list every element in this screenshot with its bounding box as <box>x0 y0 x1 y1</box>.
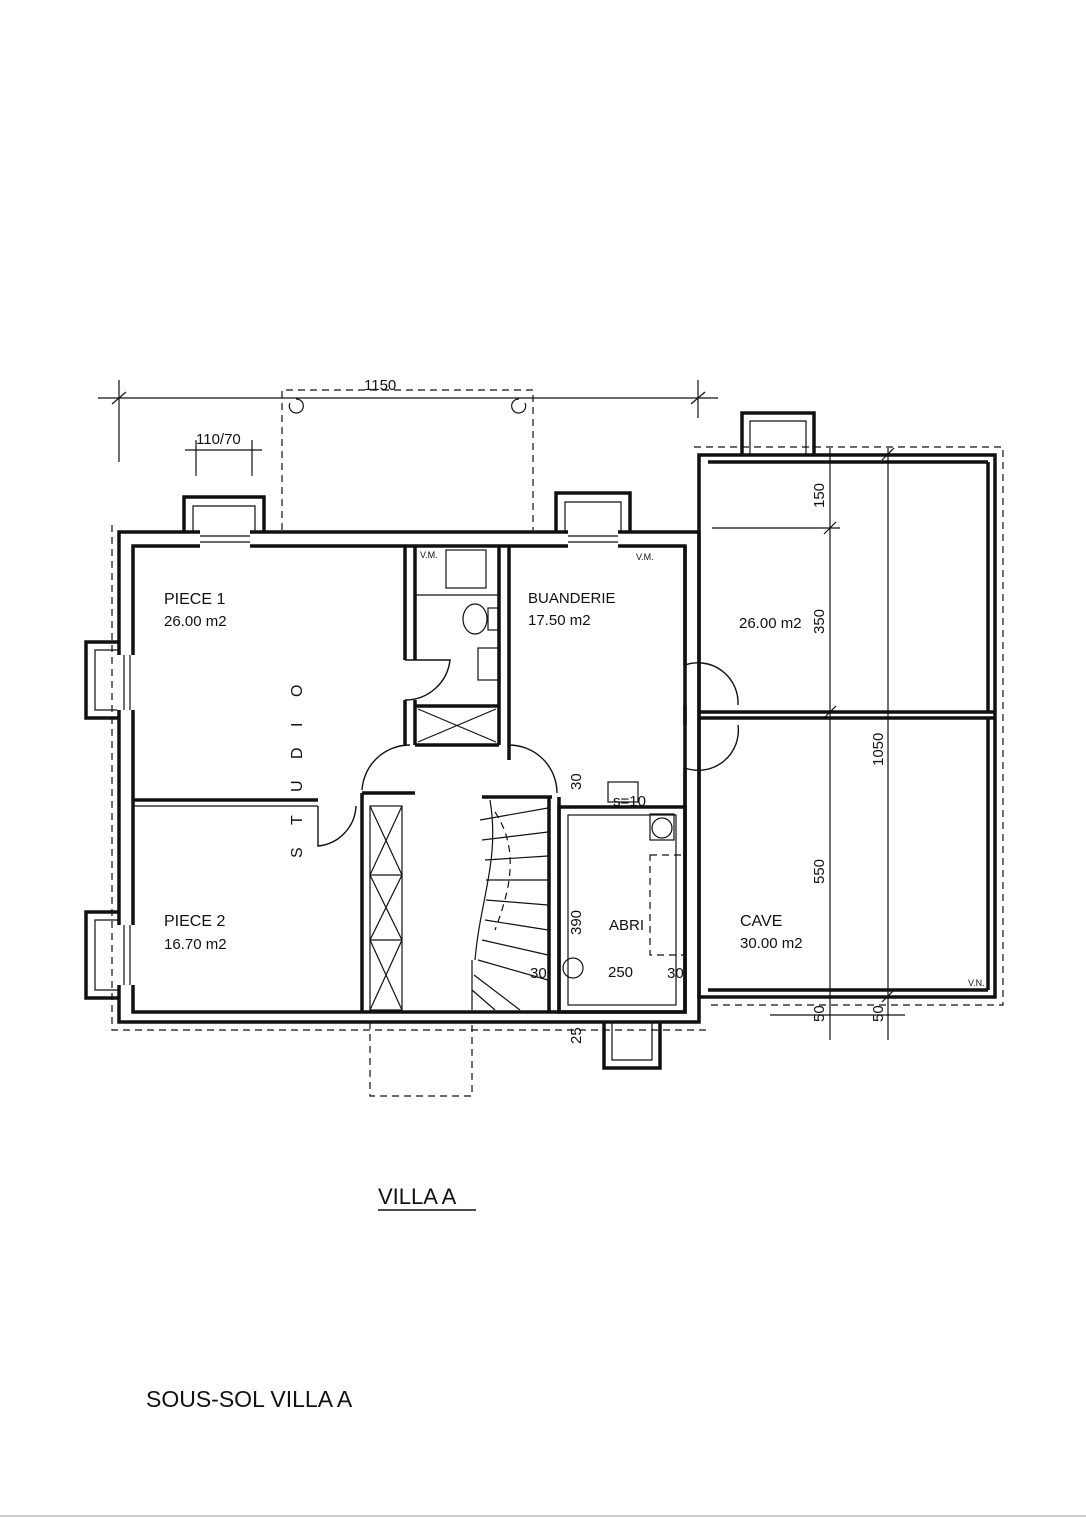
dim-s10: s=10 <box>613 793 646 810</box>
dim-550: 550 <box>811 859 828 884</box>
right-block-walls <box>694 446 1004 1006</box>
room-buanderie-name: BUANDERIE <box>528 590 616 607</box>
door-swings <box>317 659 740 847</box>
caption-villa: VILLA A <box>378 1184 457 1209</box>
dim-350: 350 <box>811 609 828 634</box>
light-wells <box>84 411 816 1070</box>
window-dimension <box>185 440 262 476</box>
studio-label: S T U D I O <box>289 685 306 858</box>
mark-vn: V.N. <box>968 978 985 988</box>
studio-letter: U <box>289 780 306 792</box>
terrace-outline <box>281 389 534 530</box>
fixtures <box>445 549 686 979</box>
mark-vm-right: V.M. <box>636 552 654 562</box>
dim-50-right: 50 <box>870 1005 887 1022</box>
staircase <box>471 799 549 1011</box>
dim-25: 25 <box>568 1027 585 1044</box>
mark-vm-left: V.M. <box>420 550 438 560</box>
studio-letter: I <box>289 723 306 727</box>
room-cave-area: 30.00 m2 <box>740 935 803 952</box>
dim-30-left: 30 <box>530 965 547 982</box>
studio-letter: D <box>289 747 306 759</box>
room-buanderie-area: 17.50 m2 <box>528 612 591 629</box>
dim-1050: 1050 <box>870 733 887 766</box>
dim-30-top: 30 <box>568 773 585 790</box>
top-dimension-line <box>98 380 718 462</box>
dim-30-right: 30 <box>667 965 684 982</box>
caption-sous-sol: SOUS-SOL VILLA A <box>146 1386 353 1412</box>
room-piece1-name: PIECE 1 <box>164 591 225 608</box>
room-piece2-name: PIECE 2 <box>164 913 225 930</box>
studio-letter: T <box>289 815 306 825</box>
right-dimension-lines <box>712 447 905 1040</box>
window-gaps <box>117 530 618 985</box>
outer-dashed-skirt <box>111 525 706 1031</box>
room-piece2-area: 16.70 m2 <box>164 936 227 953</box>
room-cave-name: CAVE <box>740 913 782 930</box>
dim-50-left: 50 <box>811 1005 828 1022</box>
entrance-outline <box>369 1022 473 1097</box>
dim-overall-width: 1150 <box>364 377 396 394</box>
dim-390: 390 <box>568 910 585 935</box>
room-piece1-area: 26.00 m2 <box>164 613 227 630</box>
studio-letter: S <box>289 847 306 858</box>
dim-window: 110/70 <box>196 431 241 448</box>
room-garage-area: 26.00 m2 <box>739 615 802 632</box>
room-abri-name: ABRI <box>609 917 644 934</box>
dim-250: 250 <box>608 964 633 981</box>
interior-walls <box>133 546 687 1014</box>
dim-150: 150 <box>811 483 828 508</box>
studio-letter: O <box>289 685 306 697</box>
